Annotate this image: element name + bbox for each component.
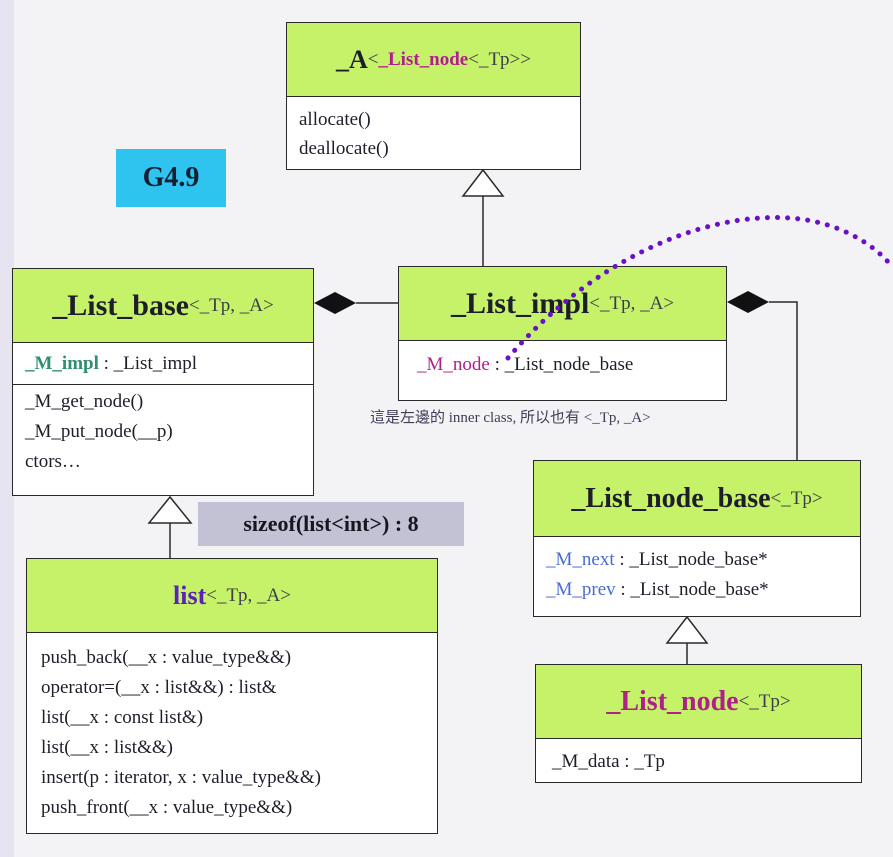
- attr-type: : _List_impl: [98, 353, 198, 374]
- class-list-node-base-header: _List_node_base<_Tp>: [534, 461, 860, 537]
- nodebase-inheritance-arrow: [665, 615, 709, 644]
- attr-name: _M_impl: [25, 353, 99, 374]
- method-row: push_front(__x : value_type&&): [41, 797, 293, 818]
- base-inheritance-arrow: [147, 495, 193, 524]
- class-list-methods: push_back(__x : value_type&&) operator=(…: [27, 633, 437, 827]
- attr-row: _M_prev : _List_node_base*: [546, 575, 848, 605]
- attr-type: : _List_node_base*: [614, 549, 768, 570]
- method-row: list(__x : list&&): [41, 737, 173, 758]
- class-list-impl-attrs: _M_node : _List_node_base: [399, 341, 726, 391]
- class-list-base-name: _List_base: [52, 288, 189, 322]
- impl-nodebase-line: [769, 301, 798, 460]
- base-composition-diamond: [314, 292, 356, 314]
- impl-composition-diamond: [727, 291, 769, 313]
- attr-name: _M_node: [417, 354, 490, 375]
- class-list-node-base: _List_node_base<_Tp> _M_next : _List_nod…: [533, 460, 861, 617]
- class-list-node-template: <_Tp>: [738, 690, 791, 712]
- attr-type: : _List_node_base*: [615, 579, 769, 600]
- class-list-node: _List_node<_Tp> _M_data : _Tp: [535, 664, 862, 783]
- class-list-node-base-name: _List_node_base: [571, 482, 771, 514]
- attr-row: _M_data : _Tp: [552, 751, 665, 772]
- class-list-impl: _List_impl<_Tp, _A> _M_node : _List_node…: [398, 266, 727, 401]
- method-row: _M_get_node(): [25, 391, 144, 412]
- alloc-inheritance-arrow: [461, 168, 505, 197]
- attr-row: _M_next : _List_node_base*: [546, 545, 848, 575]
- inner-class-note: 這是左邊的 inner class, 所以也有 <_Tp, _A>: [370, 410, 651, 426]
- method-row: deallocate(): [299, 138, 389, 159]
- class-list-template: <_Tp, _A>: [206, 584, 291, 606]
- class-alloc-name: _A: [335, 44, 368, 74]
- class-list: list<_Tp, _A> push_back(__x : value_type…: [26, 558, 438, 834]
- class-list-base-methods: _M_get_node() _M_put_node(__p) ctors…: [13, 385, 313, 481]
- class-alloc-methods: allocate() deallocate(): [287, 97, 580, 167]
- class-alloc: _A< _List_node<_Tp>> allocate() dealloca…: [286, 22, 581, 170]
- method-row: insert(p : iterator, x : value_type&&): [41, 767, 321, 788]
- class-list-impl-header: _List_impl<_Tp, _A>: [399, 267, 726, 341]
- method-row: _M_put_node(__p): [25, 421, 173, 442]
- class-list-impl-template: <_Tp, _A>: [589, 292, 675, 314]
- class-list-base-template: <_Tp, _A>: [188, 294, 274, 316]
- purple-dotted-annotation: [505, 215, 893, 361]
- method-row: list(__x : const list&): [41, 707, 204, 728]
- class-list-base: _List_base<_Tp, _A> _M_impl : _List_impl…: [12, 268, 314, 496]
- class-list-node-base-attrs: _M_next : _List_node_base* _M_prev : _Li…: [534, 537, 860, 609]
- attr-type: : _List_node_base: [489, 354, 634, 375]
- sizeof-note: sizeof(list<int>) : 8: [198, 502, 464, 546]
- attr-name: _M_next: [546, 549, 615, 570]
- class-list-node-base-template: <_Tp>: [770, 487, 823, 509]
- method-row: push_back(__x : value_type&&): [41, 647, 292, 668]
- class-alloc-template-open: <: [367, 48, 379, 70]
- class-list-base-attrs: _M_impl : _List_impl: [13, 343, 313, 385]
- class-list-node-name: _List_node: [606, 685, 739, 717]
- version-badge: G4.9: [116, 149, 226, 207]
- class-list-base-header: _List_base<_Tp, _A>: [13, 269, 313, 343]
- class-alloc-header: _A< _List_node<_Tp>>: [287, 23, 580, 97]
- method-row: operator=(__x : list&&) : list&: [41, 677, 277, 698]
- class-list-name: list: [173, 580, 207, 610]
- method-row: ctors…: [25, 451, 81, 472]
- class-list-node-header: _List_node<_Tp>: [536, 665, 861, 739]
- attr-name: _M_prev: [546, 579, 616, 600]
- class-alloc-template-inner: _List_node: [378, 48, 469, 70]
- class-list-header: list<_Tp, _A>: [27, 559, 437, 633]
- class-alloc-template-close: <_Tp>>: [468, 48, 531, 70]
- slide-edge-strip: [0, 0, 14, 857]
- class-list-node-attrs: _M_data : _Tp: [536, 739, 861, 783]
- method-row: allocate(): [299, 109, 371, 130]
